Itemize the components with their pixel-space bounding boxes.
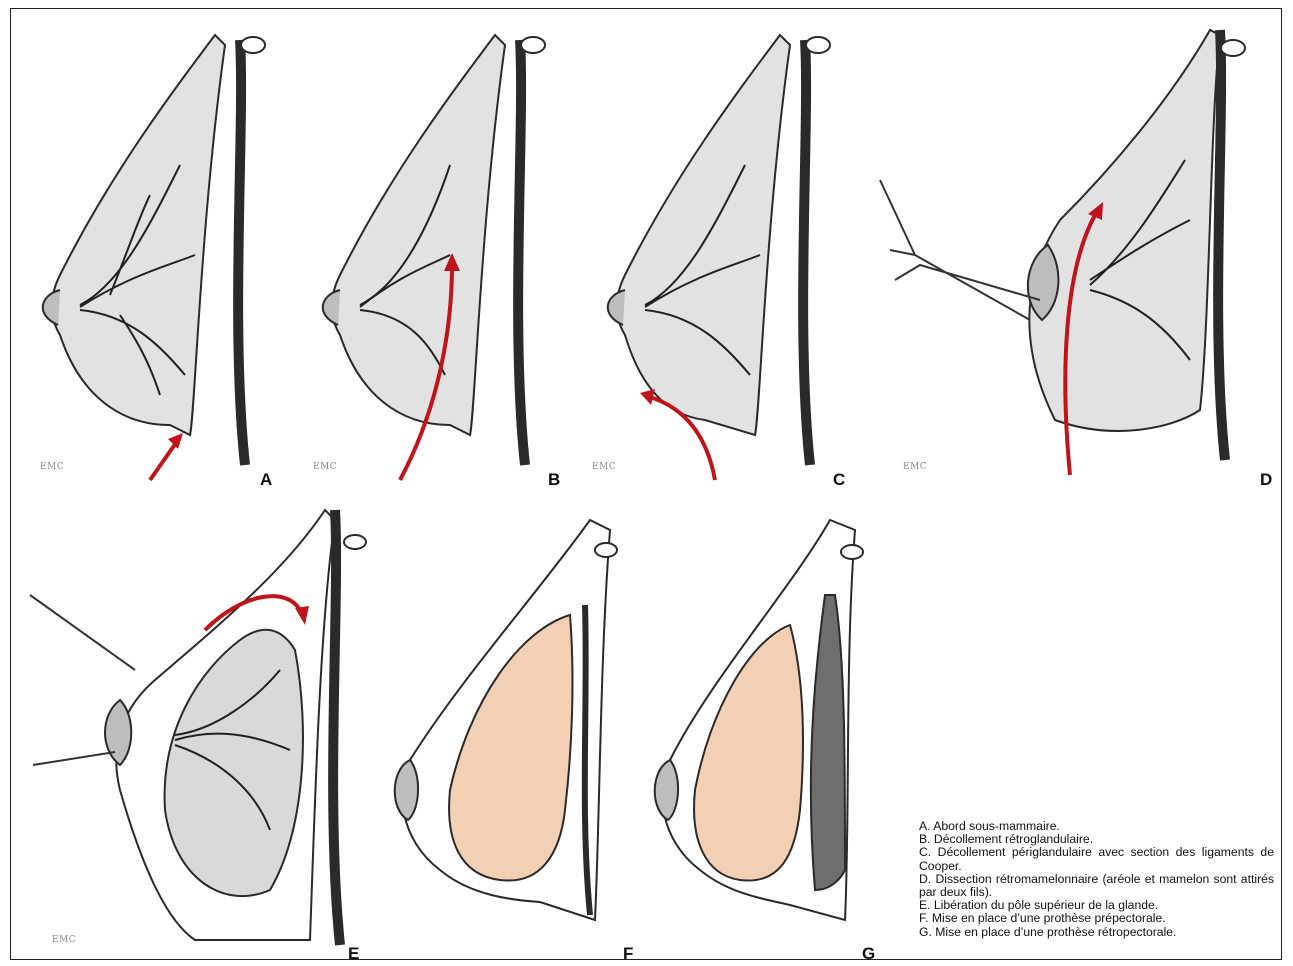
panel-credit-a: EMC [40, 462, 64, 472]
panel-b [300, 25, 570, 485]
panel-credit-c: EMC [592, 462, 616, 472]
breast-section-e-illustration [25, 500, 375, 955]
panel-g [640, 510, 880, 955]
panel-d [870, 20, 1270, 485]
panel-credit-e: EMC [52, 935, 76, 945]
panel-letter-a: A [260, 470, 272, 490]
panel-letter-d: D [1260, 470, 1272, 490]
panel-credit-b: EMC [313, 462, 337, 472]
panel-credit-d: EMC [903, 462, 927, 472]
breast-section-a-illustration [20, 25, 290, 485]
legend-item-g: G. Mise en place d’une prothèse rétropec… [919, 926, 1274, 939]
panel-c [585, 25, 855, 485]
panel-letter-c: C [833, 470, 845, 490]
breast-section-b-illustration [300, 25, 570, 485]
figure-legend: A. Abord sous-mammaire. B. Décollement r… [919, 820, 1274, 939]
breast-section-f-illustration [380, 510, 660, 955]
legend-item-f: F. Mise en place d’une prothèse prépecto… [919, 912, 1274, 925]
breast-section-g-illustration [640, 510, 880, 955]
breast-section-d-illustration [870, 20, 1270, 485]
panel-letter-g: G [862, 944, 875, 964]
panel-letter-e: E [348, 944, 359, 964]
panel-letter-f: F [623, 944, 633, 964]
panel-f [380, 510, 660, 955]
panel-e [25, 500, 375, 955]
panel-letter-b: B [548, 470, 560, 490]
legend-item-c: C. Décollement périglandulaire avec sect… [919, 846, 1274, 872]
legend-item-d: D. Dissection rétromamelonnaire (aréole … [919, 873, 1274, 899]
panel-a [20, 25, 290, 485]
breast-section-c-illustration [585, 25, 855, 485]
